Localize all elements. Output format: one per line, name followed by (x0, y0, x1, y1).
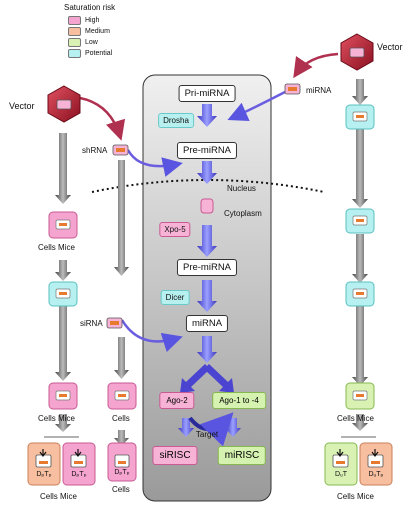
mirisc-box: miRISC (217, 446, 267, 465)
shrna-cassette (112, 144, 129, 156)
dt-label: DₚTₚ (36, 471, 52, 478)
xpo5-label: Xpo-5 (159, 222, 191, 237)
right-column-arrows (352, 79, 368, 431)
mirna-box: miRNA (185, 315, 229, 332)
mirna-cassette (284, 83, 301, 95)
split-arrow-left (180, 364, 210, 393)
nucleus-label: Nucleus (227, 184, 256, 193)
sirna-entry-arrow (120, 319, 183, 353)
nuclear-pore (200, 198, 214, 214)
right-cells-mice: Cells Mice (337, 414, 374, 423)
sirna-cells-bottom: Cells (112, 485, 130, 494)
dt-label: DᵤTₚ (368, 471, 384, 478)
ago2-label: Ago-2 (159, 392, 195, 409)
dicer-label: Dicer (160, 290, 190, 305)
right-cells-mice-bottom: Cells Mice (337, 492, 374, 501)
vector-right-label: Vector (377, 42, 403, 52)
mirna-entry-arrow (227, 90, 286, 122)
dt-label: DₚTₚ (71, 471, 87, 478)
sirna-cassette (106, 317, 123, 329)
vector-left-icon (47, 85, 81, 123)
legend-item-high: High (68, 16, 99, 25)
pre-mirna-box-cytoplasm: Pre-miRNA (176, 259, 238, 276)
sirna-cells-label: Cells (112, 414, 130, 423)
left-cells-mice-1: Cells Mice (38, 243, 75, 252)
sirna-label: siRNA (80, 319, 103, 328)
target-label: Target (195, 430, 219, 439)
legend-title: Saturation risk (64, 3, 116, 12)
dt-label: DᵤT (334, 471, 348, 478)
ago1-4-label: Ago-1 to -4 (212, 392, 266, 409)
vector-left-arrow (79, 96, 126, 141)
cytoplasm-label: Cytoplasm (224, 209, 262, 218)
vector-left-label: Vector (9, 101, 35, 111)
left-cells-mice-2: Cells Mice (38, 414, 75, 423)
legend-item-low: Low (68, 38, 98, 47)
legend-item-medium: Medium (68, 27, 110, 36)
dt-label: DₚTₚ (114, 469, 130, 476)
legend-swatch-high (68, 16, 81, 25)
shrna-label: shRNA (82, 146, 108, 155)
legend-swatch-medium (68, 27, 81, 36)
drosha-label: Drosha (158, 113, 194, 128)
vector-right-icon (340, 33, 374, 71)
sirisc-box: siRISC (152, 446, 198, 465)
pri-mirna-box: Pri-miRNA (178, 85, 236, 102)
left-column-arrows (55, 133, 129, 446)
mirna-input-label: miRNA (306, 86, 332, 95)
vector-right-arrow (293, 52, 339, 79)
shrna-entry-arrow (126, 149, 183, 177)
legend-swatch-low (68, 38, 81, 47)
pre-mirna-box-nucleus: Pre-miRNA (176, 142, 238, 159)
legend-item-potential: Potential (68, 49, 112, 58)
split-arrow-right (204, 364, 234, 393)
legend-swatch-potential (68, 49, 81, 58)
left-cells-mice-bottom: Cells Mice (40, 492, 77, 501)
target-arrow (188, 412, 234, 447)
